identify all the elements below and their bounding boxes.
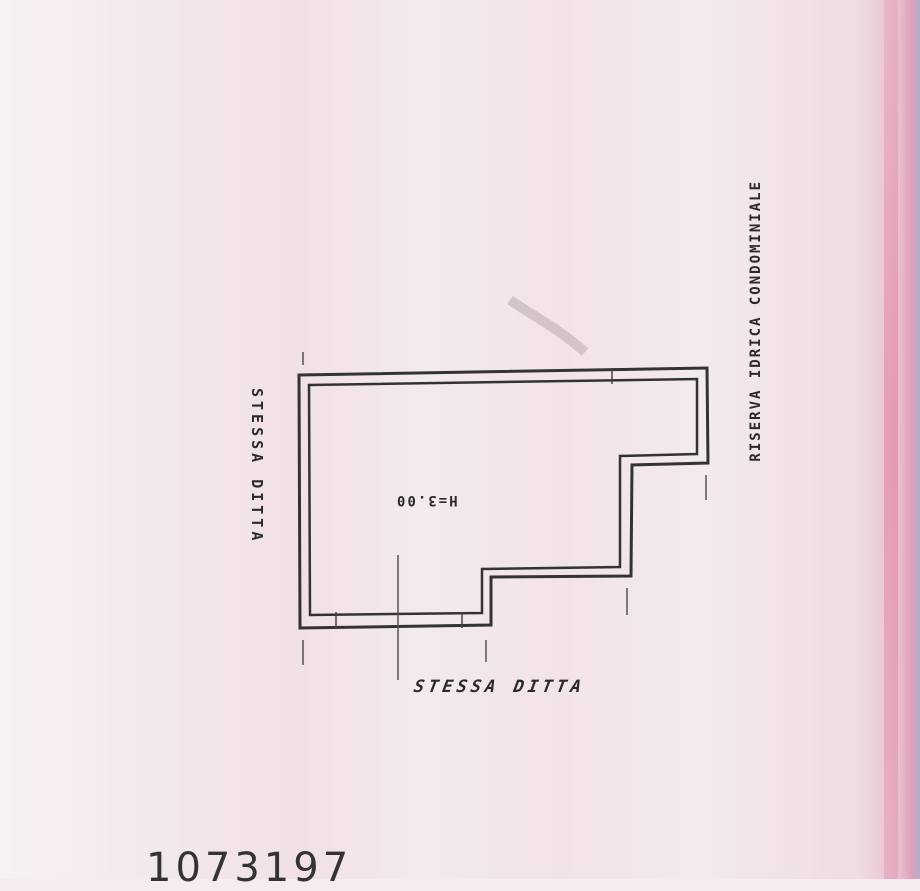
boundary-label-right: RISERVA IDRICA CONDOMINIALE bbox=[748, 180, 764, 462]
boundary-label-bottom: STESSA DITTA bbox=[412, 677, 587, 697]
pink-edge-stripe bbox=[884, 0, 898, 879]
smudge bbox=[507, 295, 589, 356]
boundary-label-left: STESSA DITTA bbox=[248, 388, 266, 545]
inner-wall bbox=[307, 377, 699, 617]
outer-wall bbox=[297, 366, 710, 630]
document-number: 1073197 bbox=[146, 845, 353, 891]
room-height-label: H=3.00 bbox=[395, 492, 458, 508]
